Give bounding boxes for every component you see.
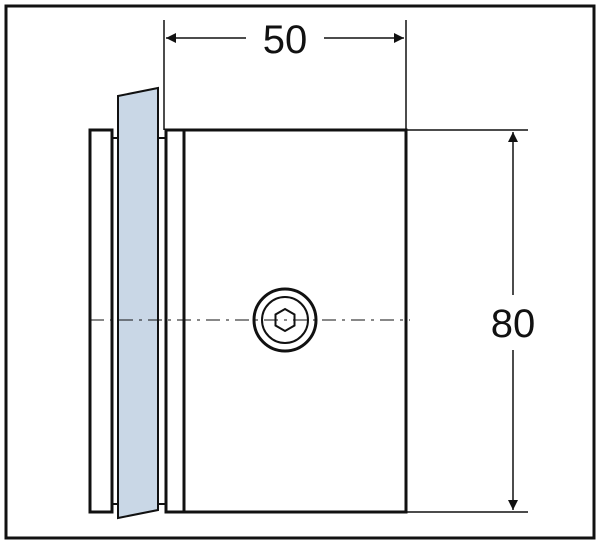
back-plate (88, 128, 114, 514)
width-dimension-label: 50 (263, 18, 308, 62)
hex-socket-icon (274, 307, 296, 333)
screw-inner-ring (261, 296, 309, 344)
screw-outer-ring (252, 287, 318, 353)
clamp-face-plate (164, 128, 186, 514)
height-dimension-label: 80 (491, 302, 536, 346)
glass-panel (117, 86, 159, 520)
drawing-border (4, 4, 596, 540)
